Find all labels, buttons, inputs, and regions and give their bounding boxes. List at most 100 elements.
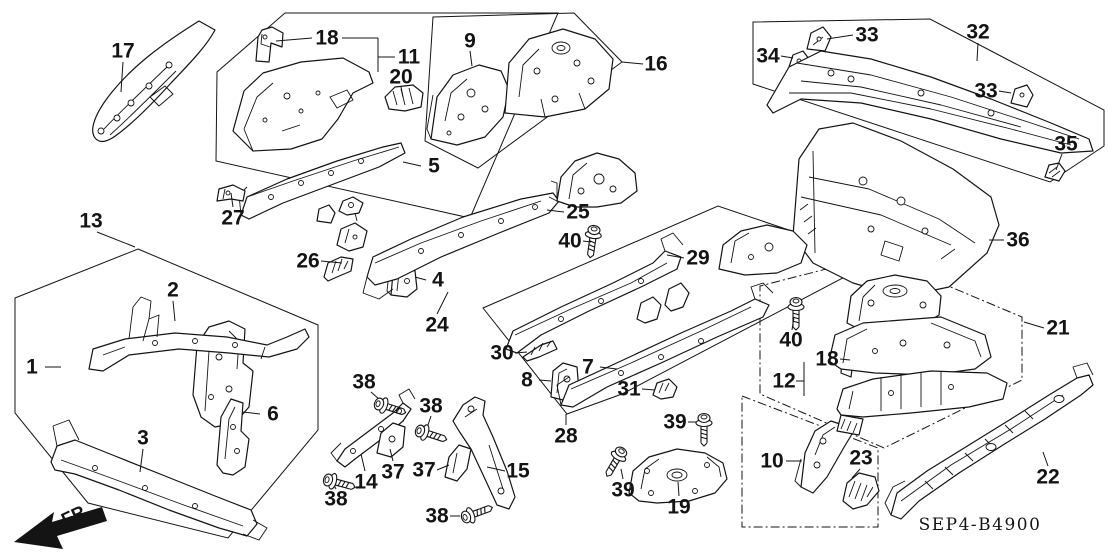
part-outline	[50, 439, 258, 537]
callout-label-7: 7	[582, 356, 594, 379]
bolt-hole	[348, 202, 354, 208]
bolt-hole	[764, 242, 774, 252]
bolt-hole	[481, 105, 489, 113]
bolt-hole	[847, 75, 855, 83]
part-detail-lines	[548, 162, 588, 202]
part-outline	[452, 396, 516, 510]
callout-label-40: 40	[558, 230, 581, 253]
leader-line	[998, 90, 1012, 94]
part-detail-lines	[556, 282, 774, 406]
part-detail-lines	[222, 188, 226, 200]
leader-line	[666, 254, 685, 259]
bolt-hole	[215, 353, 223, 361]
bolt-hole	[867, 225, 875, 233]
callout-label-6: 6	[267, 403, 279, 426]
bolt-hole	[816, 36, 822, 42]
bolt-hole	[315, 90, 321, 96]
bolt-hole	[192, 503, 198, 509]
bolt-hole	[446, 130, 452, 136]
callout-label-8: 8	[521, 369, 533, 392]
bolt-hole	[388, 435, 396, 443]
bolt-hole	[404, 278, 410, 284]
bolt-hole	[551, 95, 559, 103]
bolt-hole	[142, 485, 148, 491]
part-cowl-top-panel-32	[766, 50, 1094, 154]
callout-label-22: 22	[1036, 466, 1059, 489]
callout-label-29: 29	[686, 247, 709, 270]
bolt-hole	[888, 390, 894, 396]
bolt-hole	[208, 394, 214, 400]
part-outline	[836, 414, 864, 436]
part-detail-lines	[842, 322, 982, 364]
part-detail-lines	[789, 62, 1080, 146]
bolt-hole	[658, 354, 664, 360]
callout-label-24: 24	[425, 314, 449, 337]
bolt-hole	[917, 89, 925, 97]
bolt-hole	[867, 299, 875, 307]
part-dashboard-lower-36	[792, 122, 1000, 298]
callout-label-33: 33	[855, 24, 878, 47]
oval-hole	[889, 288, 901, 294]
callout-label-37: 37	[412, 459, 435, 482]
bolt-hole	[872, 348, 878, 354]
callout-label-18: 18	[815, 348, 839, 371]
part-bulkhead-upper-crossmember-2	[88, 296, 310, 372]
part-outline	[836, 370, 1008, 418]
part-detail-lines	[426, 78, 468, 140]
callout-label-31: 31	[617, 378, 641, 401]
callout-label-38: 38	[352, 371, 376, 394]
leader-line	[546, 209, 565, 213]
part-mount-bracket-25	[548, 152, 638, 208]
bolt-icon	[787, 296, 805, 331]
callout-label-3: 3	[137, 427, 149, 450]
bolt-hole	[127, 99, 135, 107]
part-outline	[384, 84, 424, 112]
bolt-hole	[97, 127, 105, 135]
part-detail-lines	[658, 382, 670, 394]
part-detail-lines	[518, 48, 586, 118]
part-strut-tower-21	[846, 274, 942, 332]
bolt-hole	[225, 190, 231, 196]
bolt-hole	[466, 88, 476, 98]
callout-label-40: 40	[779, 329, 802, 352]
part-outline	[336, 222, 368, 252]
callout-label-10: 10	[760, 450, 783, 473]
bolt-hole	[358, 158, 364, 164]
part-wheelhouse-panel-21	[828, 316, 992, 376]
callout-label-25: 25	[566, 201, 590, 224]
part-outline	[92, 20, 216, 143]
part-bulkhead-side-stay-6	[216, 398, 250, 476]
callout-label-17: 17	[111, 40, 134, 63]
part-detail-lines	[452, 452, 458, 474]
part-outline	[842, 472, 880, 510]
bolt-hole	[262, 34, 268, 40]
bolt-hole	[919, 301, 927, 309]
part-outline	[316, 204, 336, 224]
group-box-11	[215, 12, 559, 219]
bolt-hole	[813, 461, 821, 469]
callout-label-15: 15	[506, 460, 530, 483]
bolt-hole	[230, 424, 236, 430]
leader-line	[414, 276, 427, 281]
bolt-hole	[563, 375, 571, 383]
bolt-hole	[225, 385, 233, 393]
bolt-hole	[858, 176, 868, 186]
part-detail-lines	[858, 284, 876, 322]
bolt-hole	[192, 338, 198, 344]
callout-label-33: 33	[974, 80, 997, 103]
group-boxes-layer	[14, 12, 1105, 539]
part-detail-lines	[848, 371, 942, 411]
leader-line	[275, 37, 313, 42]
bolt-hole	[899, 339, 907, 347]
bolt-hole	[827, 69, 835, 77]
callout-label-1: 1	[26, 356, 38, 379]
leader-line	[486, 466, 506, 472]
bolt-hole	[152, 340, 158, 346]
callout-label-28: 28	[554, 425, 578, 448]
callout-label-39: 39	[611, 479, 634, 502]
group-box-21	[759, 255, 1023, 449]
leader-line	[389, 448, 394, 462]
leader-line	[620, 468, 624, 480]
part-detail-lines	[840, 418, 858, 434]
